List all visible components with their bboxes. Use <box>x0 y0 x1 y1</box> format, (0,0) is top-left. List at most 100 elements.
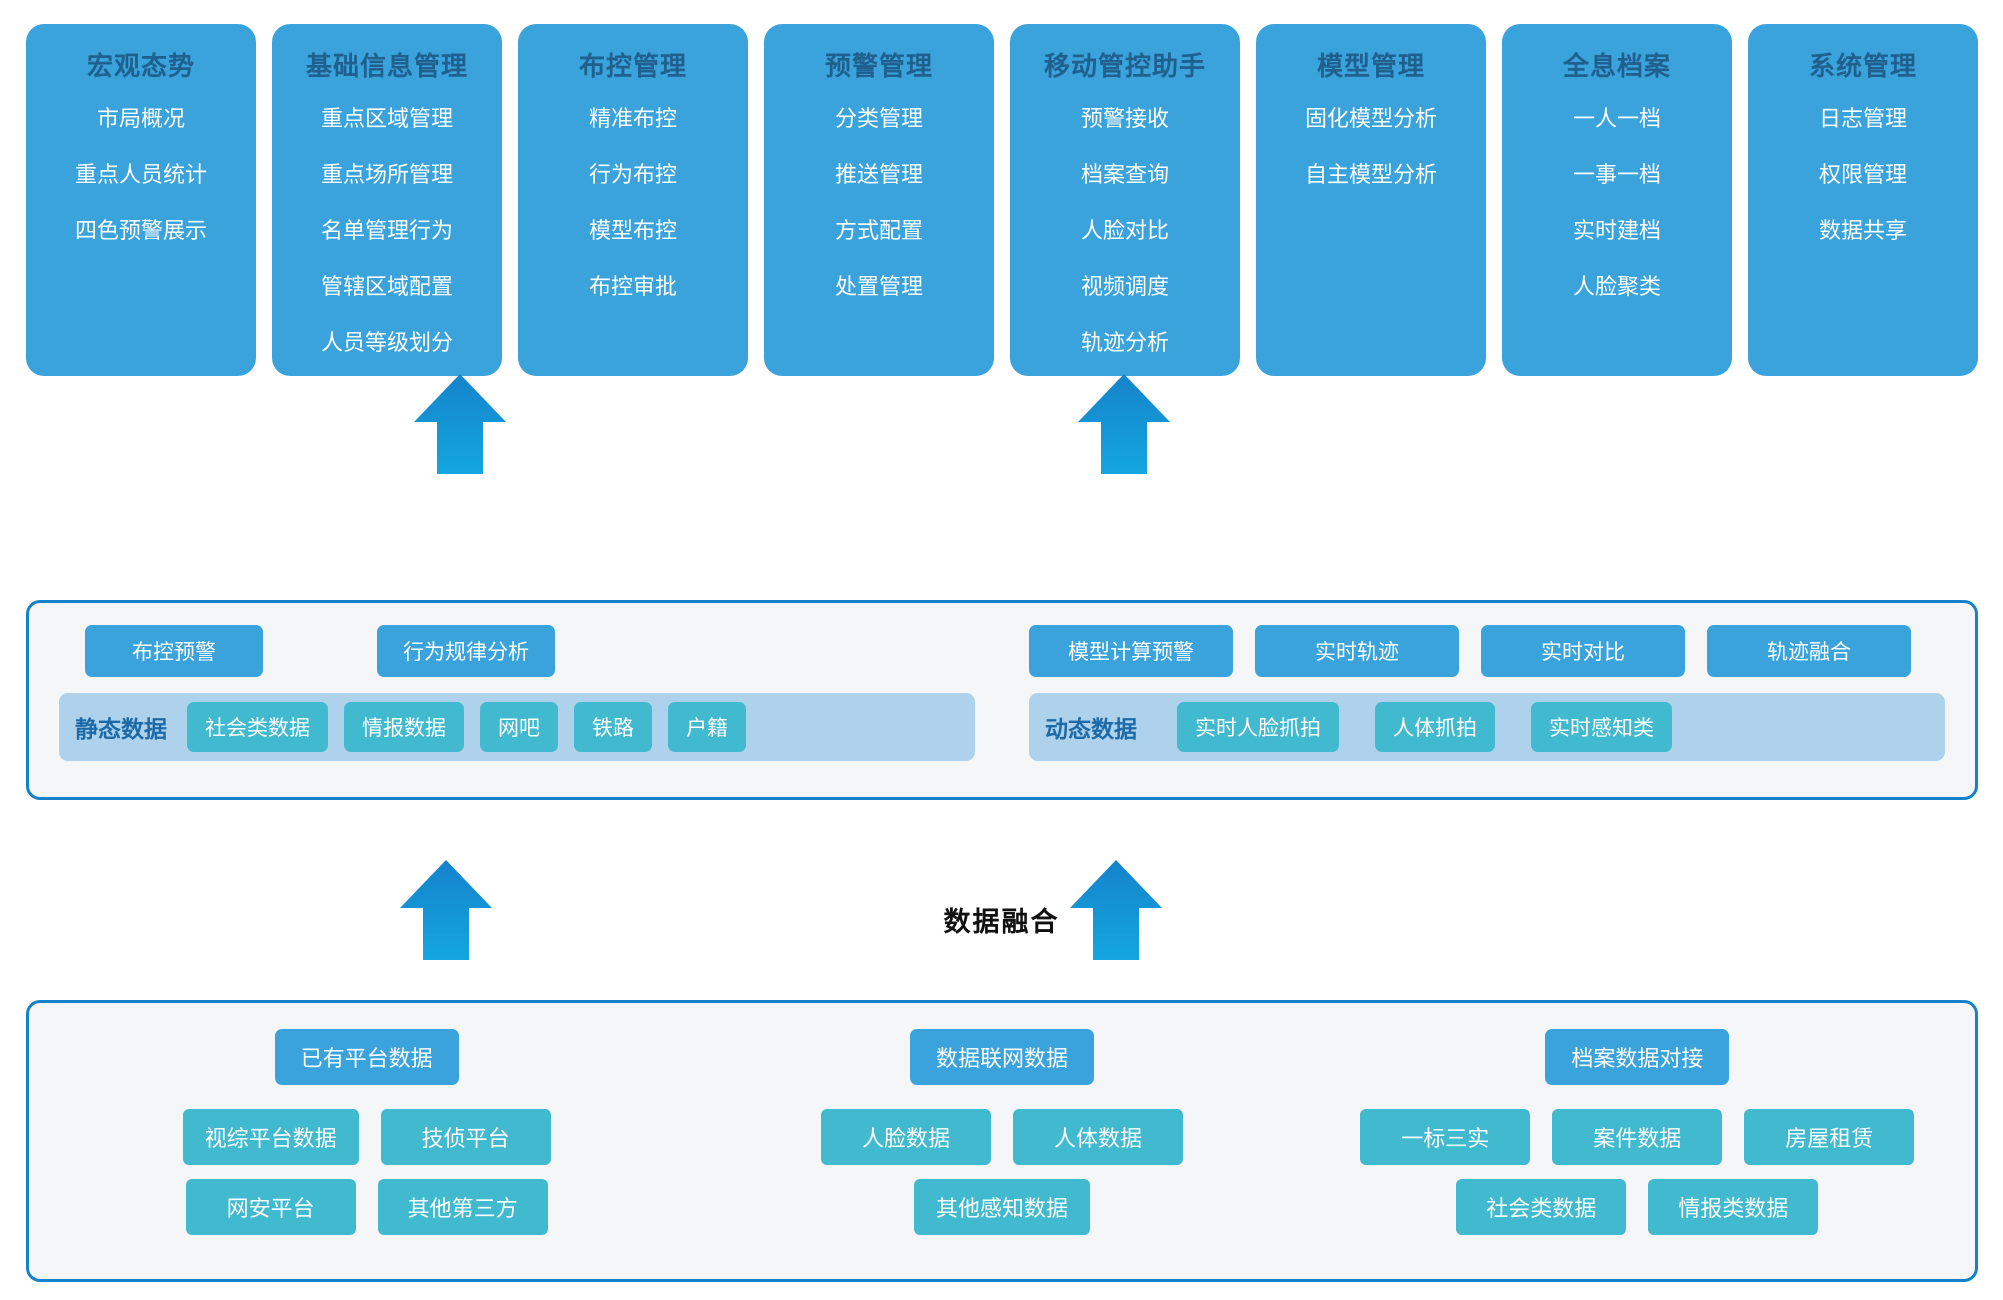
data-fusion-label: 数据融合 <box>943 907 1060 938</box>
module-item[interactable]: 布控审批 <box>588 275 677 300</box>
module-card[interactable]: 基础信息管理重点区域管理重点场所管理名单管理行为管辖区域配置人员等级划分 <box>272 24 502 376</box>
arrow-static-to-modules <box>414 374 506 474</box>
capability-chip-xingwei-guilv-fenxi[interactable]: 行为规律分析 <box>377 625 555 677</box>
module-item[interactable]: 一人一档 <box>1572 107 1661 132</box>
module-item[interactable]: 处置管理 <box>834 275 923 300</box>
module-card[interactable]: 预警管理分类管理推送管理方式配置处置管理 <box>764 24 994 376</box>
dynamic-data-chip-renti-zhuapai[interactable]: 人体抓拍 <box>1375 702 1495 752</box>
source-data-group-header[interactable]: 已有平台数据 <box>274 1029 459 1085</box>
module-item[interactable]: 人脸聚类 <box>1572 275 1661 300</box>
capability-chip-moxing-jisuan-yujing[interactable]: 模型计算预警 <box>1029 625 1233 677</box>
module-item[interactable]: 行为布控 <box>588 163 677 188</box>
source-data-chip[interactable]: 人脸数据 <box>820 1109 991 1165</box>
static-capability-row: 布控预警 行为规律分析 <box>59 625 975 677</box>
source-data-chip[interactable]: 其他感知数据 <box>913 1179 1090 1235</box>
module-card[interactable]: 模型管理固化模型分析自主模型分析 <box>1256 24 1486 376</box>
source-data-group: 已有平台数据视综平台数据技侦平台网安平台其他第三方 <box>49 1029 684 1253</box>
capability-chip-guiji-ronghe[interactable]: 轨迹融合 <box>1707 625 1911 677</box>
module-item[interactable]: 视频调度 <box>1080 275 1169 300</box>
module-item[interactable]: 精准布控 <box>588 107 677 132</box>
dynamic-data-band: 动态数据 实时人脸抓拍 人体抓拍 实时感知类 <box>1029 693 1945 761</box>
source-data-chip[interactable]: 其他第三方 <box>377 1179 548 1235</box>
module-item[interactable]: 推送管理 <box>834 163 923 188</box>
module-item[interactable]: 管辖区域配置 <box>320 275 453 300</box>
module-item[interactable]: 四色预警展示 <box>74 219 207 244</box>
module-item[interactable]: 一事一档 <box>1572 163 1661 188</box>
module-item[interactable]: 轨迹分析 <box>1080 331 1169 356</box>
module-item[interactable]: 预警接收 <box>1080 107 1169 132</box>
module-card[interactable]: 布控管理精准布控行为布控模型布控布控审批 <box>518 24 748 376</box>
static-data-chip-huji[interactable]: 户籍 <box>668 702 746 752</box>
static-data-band-title: 静态数据 <box>75 717 167 743</box>
source-data-chip[interactable]: 情报类数据 <box>1648 1179 1819 1235</box>
module-item[interactable]: 固化模型分析 <box>1304 107 1437 132</box>
fusion-analysis-layer: 布控预警 行为规律分析 静态数据 社会类数据 情报数据 网吧 铁路 户籍 模型计… <box>26 600 1978 800</box>
capability-chip-shishi-duibi[interactable]: 实时对比 <box>1481 625 1685 677</box>
source-data-group: 档案数据对接一标三实案件数据房屋租赁社会类数据情报类数据 <box>1320 1029 1955 1253</box>
module-card-title: 移动管控助手 <box>1043 52 1206 82</box>
module-card-title: 模型管理 <box>1316 52 1425 82</box>
source-data-chip[interactable]: 房屋租赁 <box>1744 1109 1915 1165</box>
source-data-row: 网安平台其他第三方 <box>49 1179 684 1235</box>
source-data-chip[interactable]: 网安平台 <box>185 1179 356 1235</box>
module-item[interactable]: 数据共享 <box>1818 219 1907 244</box>
module-card[interactable]: 宏观态势市局概况重点人员统计四色预警展示 <box>26 24 256 376</box>
module-item[interactable]: 人脸对比 <box>1080 219 1169 244</box>
source-data-chip[interactable]: 一标三实 <box>1360 1109 1531 1165</box>
source-data-rows: 人脸数据人体数据其他感知数据 <box>684 1109 1319 1249</box>
dynamic-data-chip-shishi-ganzhilei[interactable]: 实时感知类 <box>1531 702 1672 752</box>
module-card-title: 宏观态势 <box>86 52 195 82</box>
module-card-title: 基础信息管理 <box>305 52 468 82</box>
source-data-chip[interactable]: 技侦平台 <box>380 1109 551 1165</box>
module-card-title: 预警管理 <box>824 52 933 82</box>
dynamic-data-chip-shishi-renlian-zhuapai[interactable]: 实时人脸抓拍 <box>1177 702 1339 752</box>
module-item[interactable]: 档案查询 <box>1080 163 1169 188</box>
module-card-title: 布控管理 <box>578 52 687 82</box>
source-data-chip[interactable]: 社会类数据 <box>1456 1179 1627 1235</box>
capability-chip-shishi-guiji[interactable]: 实时轨迹 <box>1255 625 1459 677</box>
source-data-layer: 已有平台数据视综平台数据技侦平台网安平台其他第三方数据联网数据人脸数据人体数据其… <box>26 1000 1978 1282</box>
source-data-chip[interactable]: 案件数据 <box>1552 1109 1723 1165</box>
capability-chip-bukong-yujing[interactable]: 布控预警 <box>85 625 263 677</box>
static-data-chip-qingbao[interactable]: 情报数据 <box>344 702 464 752</box>
module-card-title: 系统管理 <box>1808 52 1917 82</box>
source-data-row: 社会类数据情报类数据 <box>1320 1179 1955 1235</box>
module-item[interactable]: 市局概况 <box>96 107 185 132</box>
arrow-source-to-dynamic <box>1070 860 1162 960</box>
module-item[interactable]: 日志管理 <box>1818 107 1907 132</box>
dynamic-data-group: 模型计算预警 实时轨迹 实时对比 轨迹融合 动态数据 实时人脸抓拍 人体抓拍 实… <box>1029 625 1945 775</box>
module-item[interactable]: 重点区域管理 <box>320 107 453 132</box>
module-item[interactable]: 人员等级划分 <box>320 331 453 356</box>
source-data-group-header[interactable]: 档案数据对接 <box>1545 1029 1730 1085</box>
module-item[interactable]: 模型布控 <box>588 219 677 244</box>
source-data-chip[interactable]: 视综平台数据 <box>182 1109 359 1165</box>
arrow-dynamic-to-modules <box>1078 374 1170 474</box>
module-item[interactable]: 权限管理 <box>1818 163 1907 188</box>
source-data-rows: 视综平台数据技侦平台网安平台其他第三方 <box>49 1109 684 1249</box>
source-data-row: 视综平台数据技侦平台 <box>49 1109 684 1165</box>
source-data-group-header[interactable]: 数据联网数据 <box>909 1029 1094 1085</box>
static-data-band: 静态数据 社会类数据 情报数据 网吧 铁路 户籍 <box>59 693 975 761</box>
module-item[interactable]: 方式配置 <box>834 219 923 244</box>
static-data-chip-wangba[interactable]: 网吧 <box>480 702 558 752</box>
module-item[interactable]: 重点人员统计 <box>74 163 207 188</box>
module-card-title: 全息档案 <box>1562 52 1671 82</box>
application-module-layer: 宏观态势市局概况重点人员统计四色预警展示基础信息管理重点区域管理重点场所管理名单… <box>26 24 1978 376</box>
source-data-group: 数据联网数据人脸数据人体数据其他感知数据 <box>684 1029 1319 1253</box>
static-data-chip-tielu[interactable]: 铁路 <box>574 702 652 752</box>
module-card[interactable]: 全息档案一人一档一事一档实时建档人脸聚类 <box>1502 24 1732 376</box>
module-item[interactable]: 自主模型分析 <box>1304 163 1437 188</box>
module-item[interactable]: 分类管理 <box>834 107 923 132</box>
module-item[interactable]: 名单管理行为 <box>320 219 453 244</box>
static-data-chip-shehuilei[interactable]: 社会类数据 <box>187 702 328 752</box>
module-card[interactable]: 移动管控助手预警接收档案查询人脸对比视频调度轨迹分析 <box>1010 24 1240 376</box>
source-data-rows: 一标三实案件数据房屋租赁社会类数据情报类数据 <box>1320 1109 1955 1249</box>
source-data-row: 人脸数据人体数据 <box>684 1109 1319 1165</box>
module-card[interactable]: 系统管理日志管理权限管理数据共享 <box>1748 24 1978 376</box>
module-item[interactable]: 实时建档 <box>1572 219 1661 244</box>
source-data-chip[interactable]: 人体数据 <box>1012 1109 1183 1165</box>
static-data-group: 布控预警 行为规律分析 静态数据 社会类数据 情报数据 网吧 铁路 户籍 <box>59 625 975 775</box>
module-item[interactable]: 重点场所管理 <box>320 163 453 188</box>
dynamic-capability-row: 模型计算预警 实时轨迹 实时对比 轨迹融合 <box>1029 625 1945 677</box>
